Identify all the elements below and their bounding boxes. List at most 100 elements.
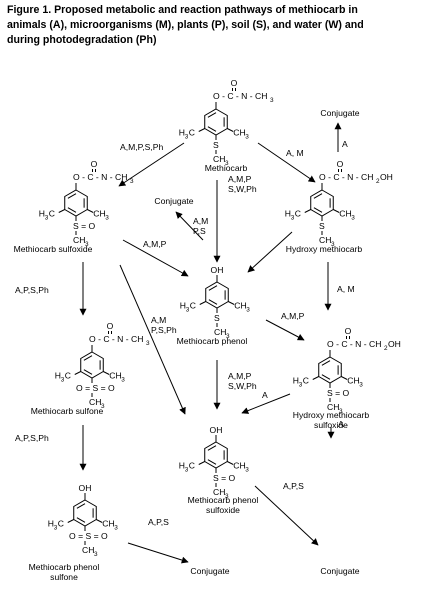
arrow-methiocarb-to-sulfoxide [118, 142, 185, 187]
arrow-label-mc-to-sulfoxide: A,M,P,S,Ph [120, 142, 164, 152]
arrow-label-mc-to-phenol-line-1: A,M,P [228, 174, 252, 184]
subscript-3: 3 [185, 134, 189, 141]
double-bond [76, 503, 86, 509]
double-bond [83, 355, 93, 361]
methyl-right: CH [234, 301, 246, 311]
methyl-left-c: C [295, 209, 301, 219]
double-bond [67, 207, 77, 213]
methyl-right: CH [233, 461, 245, 471]
methyl-left-c: C [190, 301, 196, 311]
methyl-right: CH [93, 209, 105, 219]
arrow-label-sulfoxide-to-phenolsulfoxide-line-2: P,S,Ph [151, 325, 177, 335]
sulfur-group: O = S = O [76, 383, 115, 393]
sulfur-methyl: CH [82, 545, 94, 555]
subscript-3: 3 [225, 160, 229, 167]
arrow-label-sulfone-to-phenolsulfone: A,P,S,Ph [15, 433, 49, 443]
hydroxyl-group: OH [211, 265, 224, 275]
label-methiocarb-phenol-sulfone-line-1: Methiocarb phenol [29, 562, 100, 572]
arrow-label-hydroxy-to-hsulfoxide: A, M [337, 284, 355, 294]
double-bond [321, 360, 331, 366]
subscript-3: 3 [245, 134, 249, 141]
sulfur-methyl: CH [89, 397, 101, 407]
sulfur-group: S = O [327, 388, 350, 398]
subscript-3: 3 [101, 403, 105, 410]
arrow-methiocarb-to-conjugate [175, 211, 204, 241]
subscript-2: 2 [376, 178, 380, 185]
hydroxyl-tail: OH [380, 172, 393, 182]
arrow-phenolsulfoxide-to-conjugate [254, 485, 319, 546]
subscript-3: 3 [114, 525, 118, 532]
sulfur-group: O = S = O [69, 531, 108, 541]
methyl-left-c: C [303, 376, 309, 386]
methyl-right: CH [339, 209, 351, 219]
arrow-label-hydroxy-to-conj: A [342, 139, 348, 149]
arrow-label-phenolsulfoxide-to-conj: A,P,S [283, 481, 304, 491]
arrow-hsulfoxide-to-phenolsulfoxide [241, 393, 291, 414]
hydroxyl-tail: OH [388, 339, 401, 349]
double-bond [321, 374, 331, 380]
label-hydroxy-methiocarb-sulfoxide-line-2: sulfoxide [314, 420, 348, 430]
sulfur-group: S = O [73, 221, 96, 231]
arrow-label-phenolsulfone-to-conj: A,P,S [148, 517, 169, 527]
carbamate-group: O - C - N - CH [327, 339, 381, 349]
subscript-3: 3 [299, 382, 303, 389]
methyl-left: H [48, 519, 54, 529]
methyl-left-c: C [189, 461, 195, 471]
subscript-3: 3 [94, 551, 98, 558]
methyl-left: H [180, 301, 186, 311]
carbamate-group: O - C - N - CH [319, 172, 373, 182]
arrow-label-phenol-to-hsulfoxide: A,M,P [281, 311, 305, 321]
arrow-sulfoxide-to-phenol [122, 239, 189, 277]
subscript-3: 3 [85, 241, 89, 248]
methyl-left: H [39, 209, 45, 219]
subscript-3: 3 [359, 382, 363, 389]
methyl-right: CH [347, 376, 359, 386]
subscript-3: 3 [331, 241, 335, 248]
methyl-right: CH [102, 519, 114, 529]
carbonyl-oxygen: O [231, 78, 238, 88]
sulfur-group: S = O [213, 473, 236, 483]
carbonyl-oxygen: O [91, 159, 98, 169]
methyl-left: H [293, 376, 299, 386]
arrow-label-hsulfoxide-to-conj: A [338, 419, 344, 429]
conjugate-upper-right: Conjugate [320, 108, 359, 118]
arrow-label-hsulfoxide-to-phenolsulfoxide: A [262, 390, 268, 400]
double-bond [207, 112, 217, 118]
sulfur-group: S [319, 221, 325, 231]
subscript-3: 3 [121, 377, 125, 384]
methyl-left: H [179, 128, 185, 138]
subscript-3: 3 [185, 467, 189, 474]
sulfur-methyl: CH [214, 327, 226, 337]
methyl-right: CH [233, 128, 245, 138]
hydroxyl-group: OH [210, 425, 223, 435]
label-hydroxy-methiocarb: Hydroxy methiocarb [286, 244, 363, 254]
arrow-label-sulfoxide-to-phenol: A,M,P [143, 239, 167, 249]
subscript-3: 3 [270, 97, 274, 104]
subscript-3: 3 [246, 307, 250, 314]
arrow-label-mc-to-conj-left-line-1: A,M [193, 216, 208, 226]
subscript-3: 3 [226, 333, 230, 340]
conjugate-bottom-right: Conjugate [320, 566, 359, 576]
subscript-3: 3 [61, 377, 65, 384]
carbonyl-oxygen: O [345, 326, 352, 336]
subscript-3: 3 [291, 215, 295, 222]
double-bond [76, 517, 86, 523]
methyl-left-c: C [49, 209, 55, 219]
label-methiocarb-phenol-sulfoxide-line-1: Methiocarb phenol [188, 495, 259, 505]
double-bond [207, 445, 217, 451]
double-bond [208, 299, 218, 305]
methyl-left-c: C [65, 371, 71, 381]
subscript-3: 3 [186, 307, 190, 314]
double-bond [207, 459, 217, 465]
methyl-left-c: C [189, 128, 195, 138]
carbonyl-oxygen: O [107, 321, 114, 331]
arrow-label-phenol-to-phenolsulfoxide-line-1: A,M,P [228, 371, 252, 381]
